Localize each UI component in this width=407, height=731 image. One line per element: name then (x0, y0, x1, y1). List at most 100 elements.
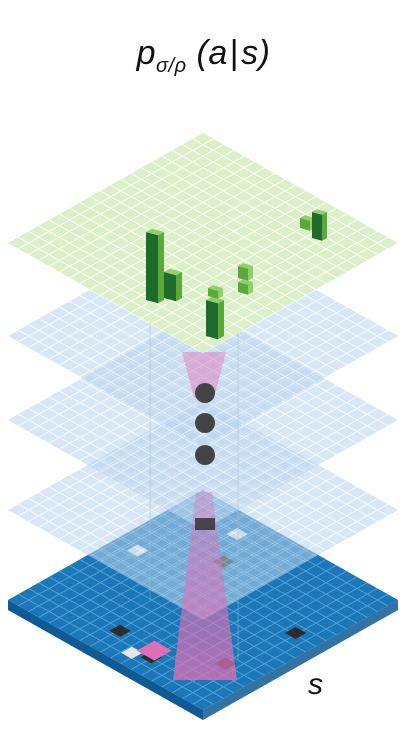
grid-line (69, 474, 265, 586)
grid-line (151, 306, 347, 418)
grid-line (100, 190, 296, 302)
grid-line (151, 390, 347, 502)
grid-line (79, 559, 276, 670)
ellipsis-dot (195, 413, 215, 433)
state-marker (109, 624, 131, 637)
ellipsis-dots (195, 383, 215, 530)
grid-line (130, 173, 327, 284)
bar-top (300, 215, 315, 221)
grid-line (192, 413, 388, 525)
grid-line (79, 295, 276, 406)
grid-line (38, 149, 235, 261)
bar-side (158, 232, 164, 304)
grid-line (18, 503, 214, 615)
bar-side (176, 272, 182, 302)
probability-bar (238, 279, 253, 295)
receptive-field-funnel (149, 282, 239, 680)
grid-line (130, 379, 327, 490)
grid-line (171, 225, 368, 337)
grid-line (59, 161, 255, 273)
formula-title: pσ/ρ (a|s) (0, 34, 407, 78)
ellipsis-dot (195, 383, 215, 403)
grid-line (110, 190, 306, 302)
grid-line (38, 318, 235, 430)
grid-line (48, 155, 245, 267)
grid-line (18, 236, 214, 348)
grid-line (141, 384, 337, 496)
funnel-upper (182, 352, 226, 398)
grid-line (79, 379, 276, 490)
bar-top (206, 296, 224, 304)
funnel-lower (173, 492, 237, 680)
grid-line (79, 469, 276, 580)
bar-side (218, 300, 224, 340)
formula-p: p (136, 34, 156, 72)
grid-line (79, 173, 276, 284)
grid-line (161, 396, 358, 508)
grid-line (89, 289, 286, 401)
formula-open-paren: ( (196, 34, 209, 72)
grid-line (192, 236, 388, 348)
grid-line (28, 407, 224, 519)
bar-front (238, 282, 248, 295)
grid-line (79, 202, 276, 313)
bar-top (164, 268, 182, 276)
grid-line (89, 178, 286, 290)
grid-line (59, 306, 255, 418)
state-marker (284, 626, 307, 640)
grid-line (28, 587, 224, 699)
grid-line (192, 138, 388, 250)
grid-line (141, 167, 337, 279)
probability-bar (208, 285, 223, 299)
output-plane (8, 133, 398, 353)
bar-front (164, 272, 176, 302)
bar-top (146, 228, 164, 236)
grid-line (69, 300, 265, 412)
bar-side (322, 212, 327, 241)
ellipsis-dot (195, 445, 215, 465)
agent-position-marker (136, 640, 172, 661)
grid-line (18, 138, 214, 250)
grid-line (120, 289, 317, 401)
grid-line (69, 207, 265, 319)
action-probability-bars (146, 209, 327, 340)
grid-line (141, 300, 337, 412)
grid-line (151, 161, 347, 273)
probability-bar (146, 228, 164, 304)
grid-line (18, 413, 214, 525)
grid-line (182, 407, 378, 519)
grid-line (69, 167, 265, 279)
grid-line (38, 225, 235, 337)
bar-top (238, 263, 253, 269)
bar-side (248, 282, 253, 295)
grid-line (69, 384, 265, 496)
grid-line (130, 295, 327, 406)
grid-line (28, 323, 224, 435)
grid-line (182, 323, 378, 435)
grid-line (48, 312, 245, 424)
output-plane-grid (18, 138, 388, 348)
grid-line (182, 144, 378, 256)
probability-bar (206, 296, 224, 340)
grid-line (141, 564, 337, 676)
formula-bar: | (229, 34, 240, 72)
grid-line (192, 329, 388, 441)
grid-line (171, 318, 368, 430)
grid-line (110, 184, 306, 296)
bar-front (238, 266, 248, 281)
bar-front (300, 218, 310, 231)
formula-a: a (208, 34, 228, 72)
input-plane-side-left (8, 600, 203, 720)
bar-top (238, 279, 253, 285)
probability-bar (312, 209, 327, 241)
grid-line (48, 396, 245, 508)
grid-line (130, 469, 327, 580)
probability-bar (238, 263, 253, 281)
state-marker (121, 646, 143, 659)
grid-line (192, 593, 388, 705)
input-plane-side-right (203, 600, 398, 720)
bar-top (208, 285, 223, 291)
hidden-unit-marker (195, 518, 215, 530)
grid-line (161, 312, 358, 424)
bar-front (206, 300, 218, 340)
